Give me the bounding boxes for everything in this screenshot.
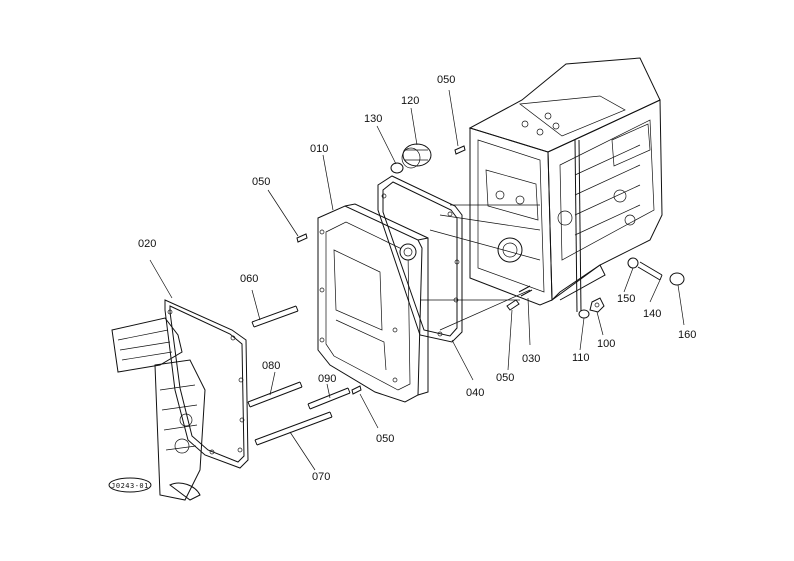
callout-050-bottom: 050 <box>376 433 394 445</box>
gasket-020 <box>164 299 249 469</box>
gasket-040 <box>377 175 463 343</box>
callout-050-right: 050 <box>496 372 514 384</box>
callout-100: 100 <box>597 338 615 350</box>
callout-120: 120 <box>401 95 419 107</box>
cap-120 <box>401 143 432 169</box>
leader-lines <box>149 89 685 471</box>
dowel-pin-050a <box>454 145 466 155</box>
washer-150 <box>627 257 639 269</box>
intermediate-case-010 <box>317 203 429 403</box>
callout-070: 070 <box>312 471 330 483</box>
reference-code: J0243-01 <box>111 482 149 490</box>
callout-060: 060 <box>240 273 258 285</box>
transmission-case <box>420 57 663 331</box>
plug-160 <box>669 272 685 286</box>
callout-030: 030 <box>522 353 540 365</box>
callout-130: 130 <box>364 113 382 125</box>
dowel-pin-050c <box>351 385 362 395</box>
nut-100 <box>589 297 605 313</box>
stud-080 <box>247 381 303 408</box>
callout-040: 040 <box>466 387 484 399</box>
callout-140: 140 <box>643 308 661 320</box>
callout-090: 090 <box>318 373 336 385</box>
bolt-140 <box>637 261 663 281</box>
callout-110: 110 <box>572 352 590 364</box>
reference-code-badge: J0243-01 <box>108 477 152 493</box>
washer-110 <box>578 309 590 319</box>
dowel-pin-050b <box>296 233 308 243</box>
callout-050-left: 050 <box>252 176 270 188</box>
stud-090 <box>307 387 351 410</box>
callout-080: 080 <box>262 360 280 372</box>
stud-060 <box>251 305 299 328</box>
bolt-030 <box>518 285 533 297</box>
engine-housing <box>111 317 206 501</box>
dowel-pin-050d <box>506 299 520 311</box>
callout-010: 010 <box>310 143 328 155</box>
plug-130 <box>390 162 404 174</box>
callout-160: 160 <box>678 329 696 341</box>
stud-070 <box>254 411 333 446</box>
callout-150: 150 <box>617 293 635 305</box>
callout-050-top: 050 <box>437 74 455 86</box>
callout-020: 020 <box>138 238 156 250</box>
